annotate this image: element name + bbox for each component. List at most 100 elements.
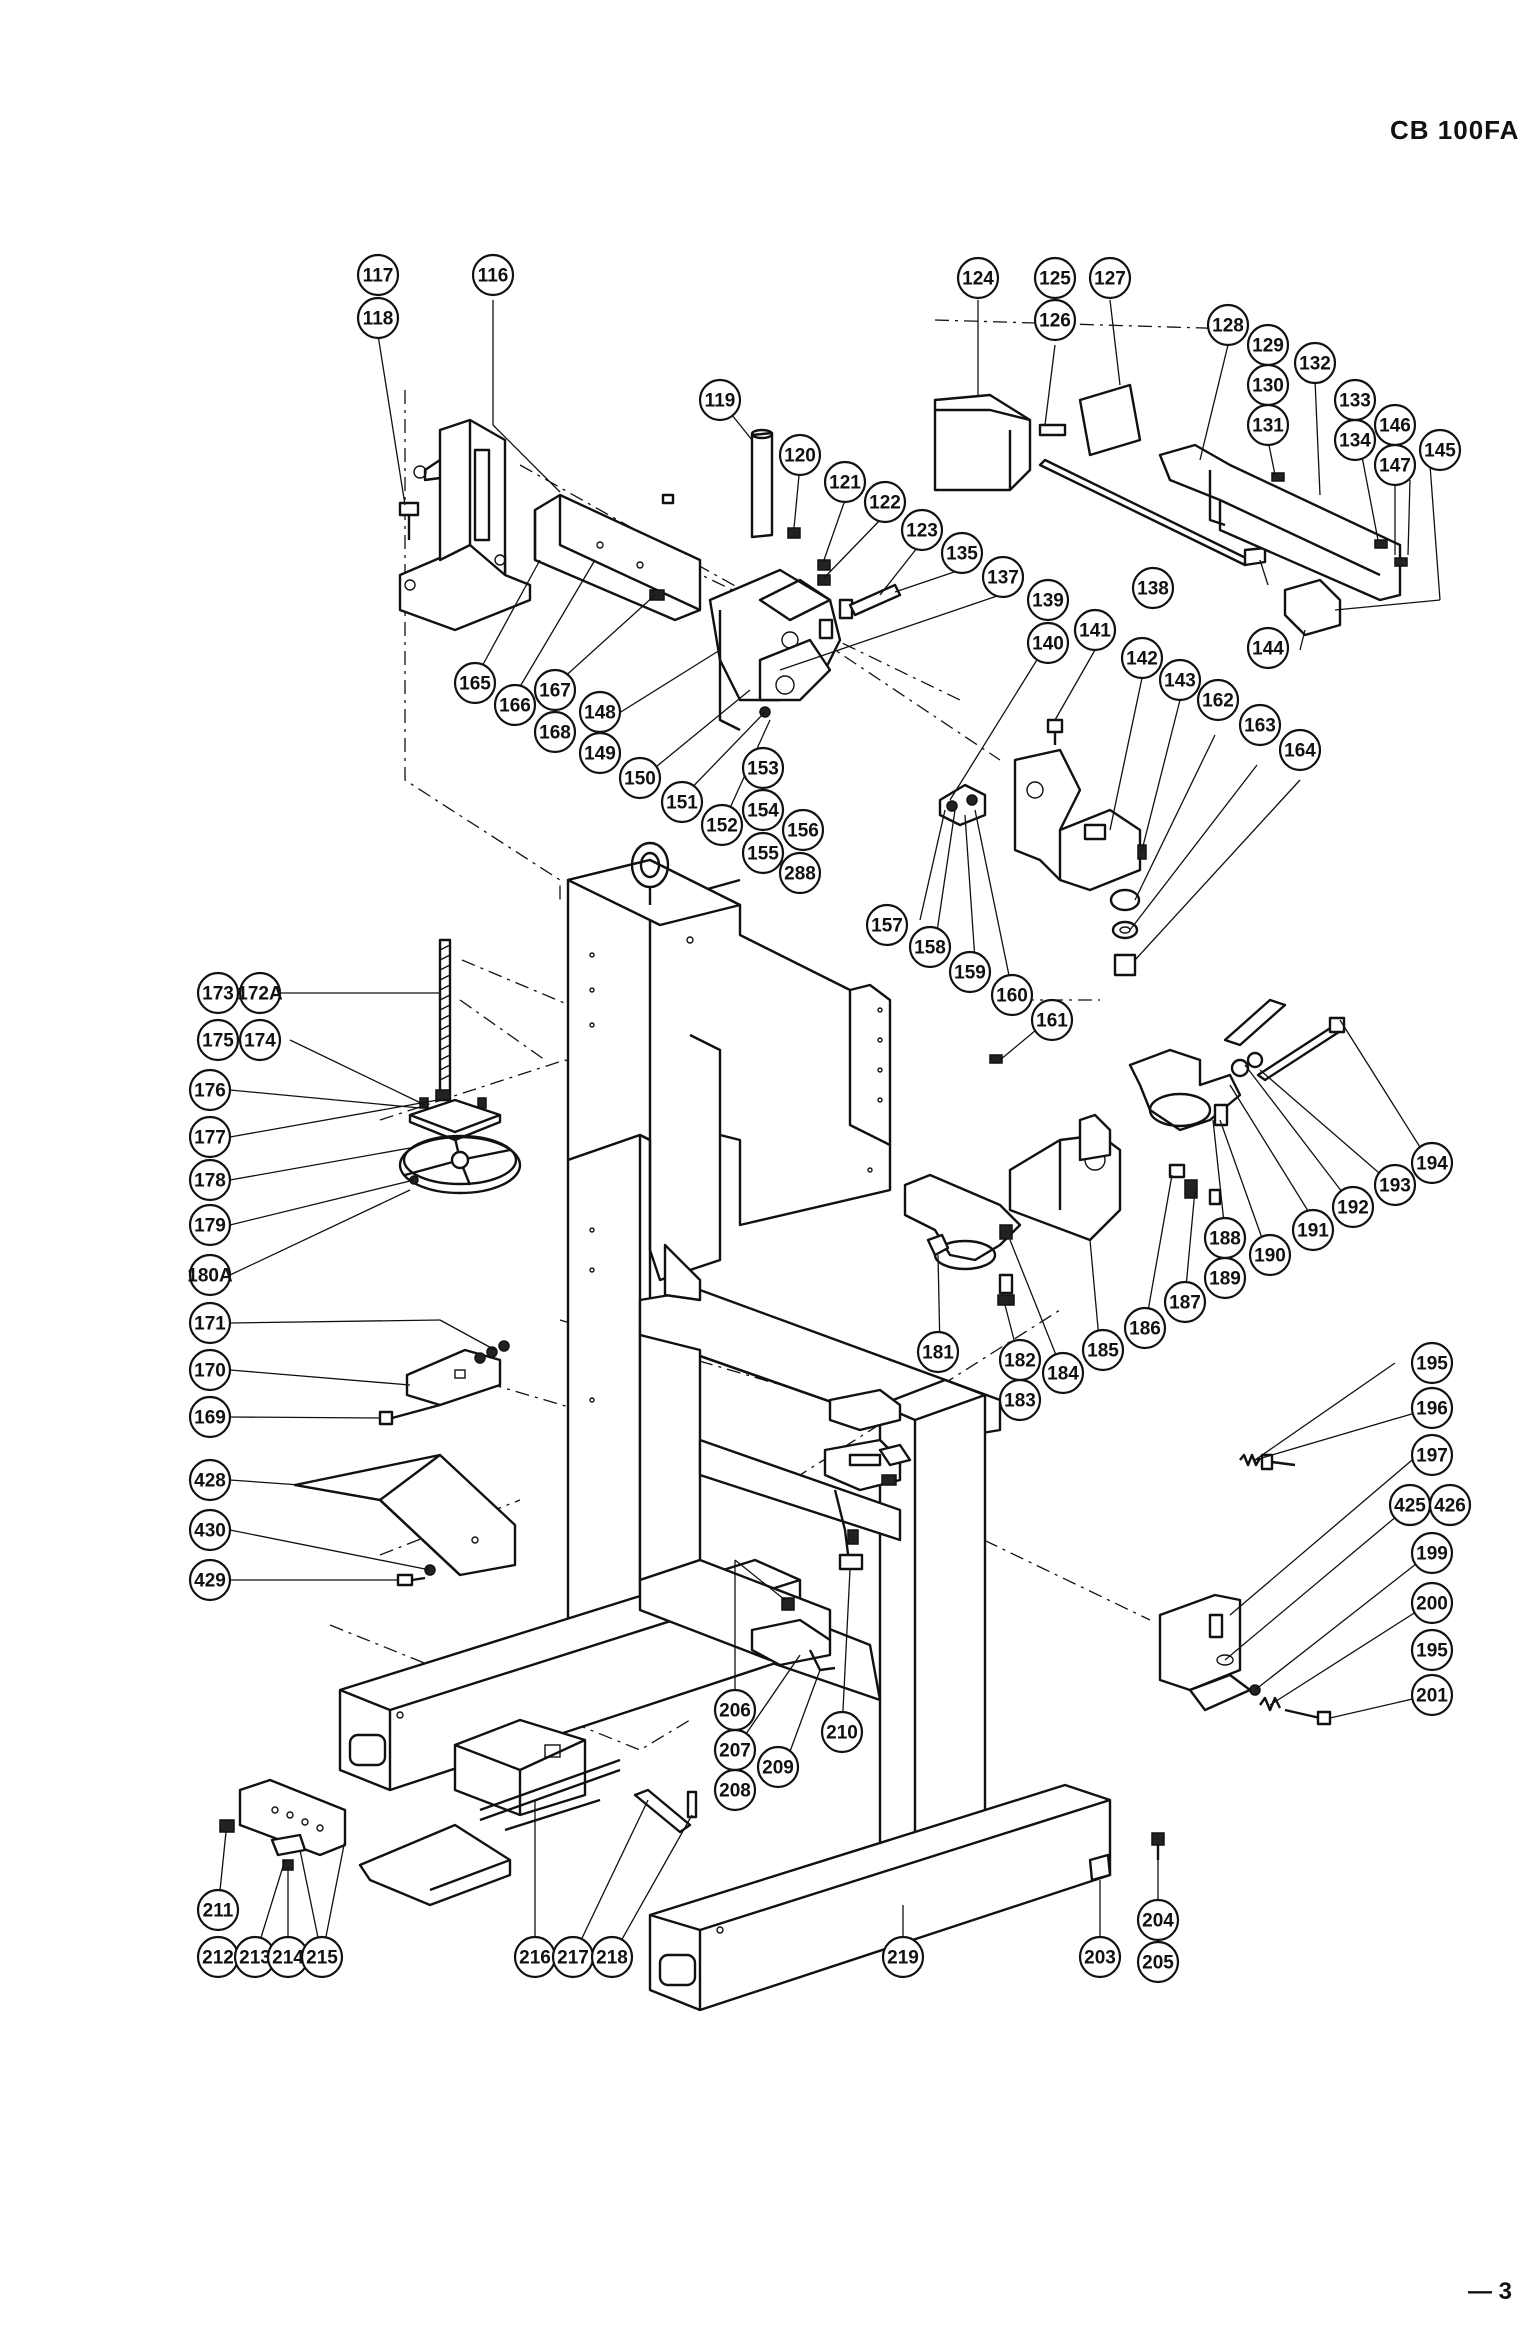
callout-185: 185: [1081, 1328, 1125, 1372]
svg-text:156: 156: [787, 821, 819, 842]
svg-text:155: 155: [747, 844, 779, 865]
svg-text:160: 160: [996, 986, 1028, 1007]
callout-208: 208: [713, 1768, 757, 1812]
svg-text:187: 187: [1169, 1293, 1201, 1314]
callout-219: 219: [881, 1935, 925, 1979]
callout-170: 170: [188, 1348, 232, 1392]
part-217-pin: [633, 1788, 698, 1834]
part-203-clip: [1088, 1832, 1165, 1882]
callout-132: 132: [1293, 341, 1337, 385]
callout-133: 133: [1333, 378, 1377, 422]
svg-text:425: 425: [1394, 1496, 1426, 1517]
svg-text:195: 195: [1416, 1354, 1448, 1375]
callout-156: 156: [781, 808, 825, 852]
callout-145: 145: [1418, 428, 1462, 472]
svg-text:163: 163: [1244, 716, 1276, 737]
callout-144: 144: [1246, 626, 1290, 670]
callout-218: 218: [590, 1935, 634, 1979]
main-frame: [338, 841, 1112, 2012]
callout-180A: 180A: [187, 1253, 233, 1297]
callout-215: 215: [300, 1935, 344, 1979]
part-138-rod: [1038, 458, 1267, 567]
svg-text:144: 144: [1252, 639, 1284, 660]
svg-text:137: 137: [987, 568, 1019, 589]
callout-164: 164: [1278, 728, 1322, 772]
callout-162: 162: [1196, 678, 1240, 722]
part-lever-assembly: [750, 1388, 912, 1672]
part-123-pin: [848, 583, 902, 617]
svg-text:213: 213: [239, 1948, 271, 1969]
svg-text:210: 210: [826, 1723, 858, 1744]
callout-191: 191: [1291, 1208, 1335, 1252]
callout-195b: 195: [1410, 1628, 1454, 1672]
callout-184: 184: [1041, 1351, 1085, 1395]
callout-140: 140: [1026, 621, 1070, 665]
callout-216: 216: [513, 1935, 557, 1979]
svg-text:133: 133: [1339, 391, 1371, 412]
callout-126: 126: [1033, 298, 1077, 342]
svg-text:430: 430: [194, 1521, 226, 1542]
svg-text:161: 161: [1036, 1011, 1068, 1032]
callout-123: 123: [900, 508, 944, 552]
callout-210: 210: [820, 1710, 864, 1754]
callout-207: 207: [713, 1728, 757, 1772]
svg-text:203: 203: [1084, 1948, 1116, 1969]
svg-text:153: 153: [747, 759, 779, 780]
callout-172A: 172A: [237, 971, 283, 1015]
callout-182: 182: [998, 1338, 1042, 1382]
callouts: 117 118 116 124 125 126 127 128 129 130 …: [187, 253, 1472, 1984]
svg-text:201: 201: [1416, 1686, 1448, 1707]
svg-text:207: 207: [719, 1741, 751, 1762]
svg-text:208: 208: [719, 1781, 751, 1802]
svg-text:157: 157: [871, 916, 903, 937]
svg-text:428: 428: [194, 1471, 226, 1492]
svg-text:145: 145: [1424, 441, 1456, 462]
part-180A-handwheel: [398, 1134, 522, 1195]
svg-text:215: 215: [306, 1948, 338, 1969]
svg-text:288: 288: [784, 864, 816, 885]
callout-160: 160: [990, 973, 1034, 1017]
svg-text:429: 429: [194, 1571, 226, 1592]
svg-text:184: 184: [1047, 1364, 1079, 1385]
callout-217: 217: [551, 1935, 595, 1979]
svg-text:138: 138: [1137, 579, 1169, 600]
svg-text:135: 135: [946, 544, 978, 565]
svg-text:117: 117: [363, 266, 394, 287]
callout-189: 189: [1203, 1256, 1247, 1300]
callout-167: 167: [533, 668, 577, 712]
svg-text:120: 120: [784, 446, 816, 467]
svg-text:175: 175: [202, 1031, 234, 1052]
svg-text:205: 205: [1142, 1953, 1174, 1974]
svg-text:204: 204: [1142, 1911, 1174, 1932]
svg-text:122: 122: [869, 493, 901, 514]
callout-125: 125: [1033, 256, 1077, 300]
part-195-spring: [1239, 1453, 1296, 1471]
page-number: — 3: [1468, 2278, 1513, 2305]
svg-text:128: 128: [1212, 316, 1244, 337]
callout-203: 203: [1078, 1935, 1122, 1979]
part-157-links: [938, 783, 987, 827]
callout-214: 214: [266, 1935, 310, 1979]
svg-text:192: 192: [1337, 1198, 1369, 1219]
callout-187: 187: [1163, 1280, 1207, 1324]
part-184-bracket: [903, 1173, 1022, 1271]
part-142-hinge: [1013, 718, 1142, 892]
part-144-block: [1283, 578, 1342, 637]
callout-200: 200: [1410, 1581, 1454, 1625]
svg-text:164: 164: [1284, 741, 1316, 762]
callout-173: 173: [196, 971, 240, 1015]
svg-text:168: 168: [539, 723, 571, 744]
svg-text:139: 139: [1032, 591, 1064, 612]
svg-text:134: 134: [1339, 431, 1371, 452]
part-165-rail: [533, 493, 702, 622]
callout-188: 188: [1203, 1216, 1247, 1260]
callout-186: 186: [1123, 1306, 1167, 1350]
svg-text:166: 166: [499, 696, 531, 717]
svg-text:176: 176: [194, 1081, 226, 1102]
svg-text:147: 147: [1379, 456, 1411, 477]
callout-146: 146: [1373, 403, 1417, 447]
svg-text:118: 118: [363, 309, 394, 330]
callout-153: 153: [741, 746, 785, 790]
callout-206: 206: [713, 1688, 757, 1732]
